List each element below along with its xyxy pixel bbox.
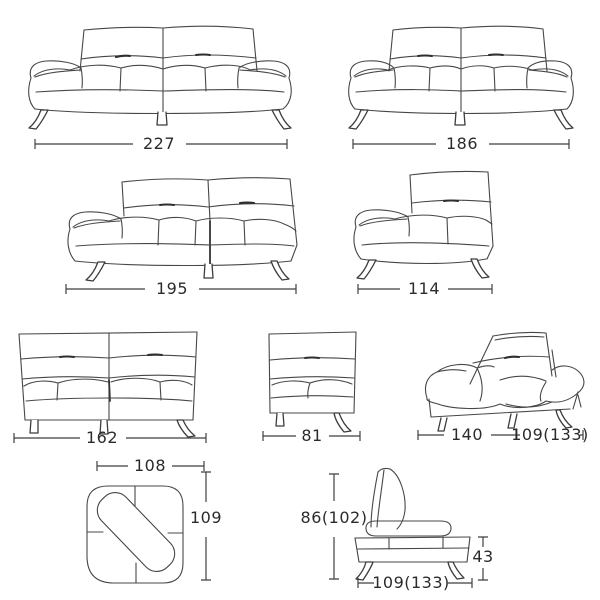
three-seat-sofa-width-dimension: 227 xyxy=(34,134,288,153)
two-seat-sofa-width-dimension: 186 xyxy=(352,134,570,153)
figure-left-arm-chair: 114 xyxy=(353,170,494,298)
two-seat-sofa-drawing xyxy=(348,25,574,130)
figure-armless-loveseat: 162 xyxy=(13,331,207,447)
dim-label-back-height: 86(102) xyxy=(301,508,368,527)
dim-label-left-arm-two-seat-width: 195 xyxy=(156,279,188,298)
left-arm-chair-width-dimension: 114 xyxy=(357,279,493,298)
armless-chair-drawing xyxy=(268,331,357,433)
dim-label-armless-loveseat-width: 162 xyxy=(86,428,118,447)
dim-label-base-height: 43 xyxy=(472,547,493,566)
dim-label-chaise-depth: 109(133) xyxy=(511,425,589,444)
figure-sofa-side-view: 86(102) 43 109(133) xyxy=(301,467,493,592)
left-arm-chair-drawing xyxy=(353,170,494,280)
corner-ottoman-drawing xyxy=(86,485,184,584)
sofa-side-drawing xyxy=(354,467,471,581)
armless-loveseat-drawing xyxy=(18,331,198,438)
corner-ottoman-depth-dimension: 109 xyxy=(190,471,222,581)
figure-three-seat-sofa: 227 xyxy=(28,25,292,153)
three-seat-sofa-drawing xyxy=(28,25,292,130)
dim-label-ottoman-width: 108 xyxy=(134,456,166,475)
chaise-module-length-dimension: 140 xyxy=(417,425,517,444)
figure-corner-ottoman-top-view: 108 109 xyxy=(86,456,222,584)
sofa-side-back-height-dimension: 86(102) xyxy=(301,473,368,580)
dim-label-side-depth: 109(133) xyxy=(372,573,450,592)
left-arm-two-seat-width-dimension: 195 xyxy=(65,279,297,298)
chaise-module-drawing xyxy=(424,331,585,432)
sofa-side-depth-dimension: 109(133) xyxy=(357,573,473,592)
dim-label-left-arm-chair-width: 114 xyxy=(408,279,440,298)
figure-armless-chair: 81 xyxy=(262,331,361,445)
chaise-module-depth-dimension: 109(133) xyxy=(511,425,589,444)
dim-label-armless-chair-width: 81 xyxy=(301,426,322,445)
dim-label-three-seat-width: 227 xyxy=(143,134,175,153)
armless-chair-width-dimension: 81 xyxy=(262,426,361,445)
dim-label-chaise-length: 140 xyxy=(451,425,483,444)
dim-label-ottoman-depth: 109 xyxy=(190,508,222,527)
figure-left-arm-two-seat-sofa: 195 xyxy=(65,177,298,298)
figure-two-seat-sofa: 186 xyxy=(348,25,574,153)
dim-label-two-seat-width: 186 xyxy=(446,134,478,153)
armless-loveseat-width-dimension: 162 xyxy=(13,428,207,447)
figure-chaise-module: 140 109(133) xyxy=(417,331,589,444)
left-arm-two-seat-sofa-drawing xyxy=(67,177,298,282)
diagonal-cushion xyxy=(96,492,176,572)
corner-ottoman-width-dimension: 108 xyxy=(96,456,205,475)
sofa-side-base-height-dimension: 43 xyxy=(472,536,493,581)
